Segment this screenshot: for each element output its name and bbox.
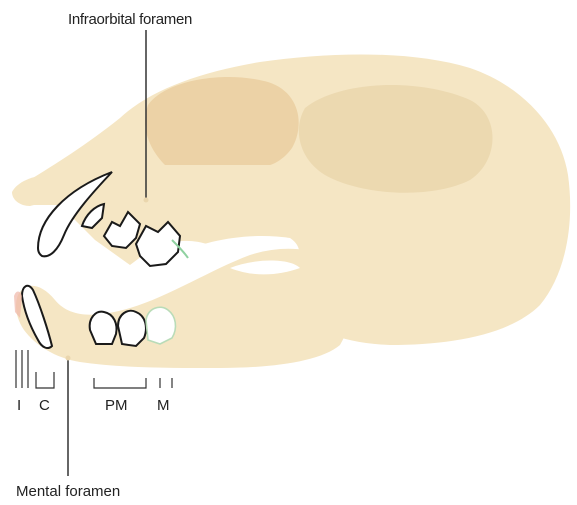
molar-bracket (160, 378, 172, 388)
label-incisors: I (17, 397, 21, 414)
mental-foramen-marker (66, 356, 71, 361)
label-molars: M (157, 397, 170, 414)
label-infraorbital-foramen: Infraorbital foramen (68, 11, 192, 28)
label-premolars: PM (105, 397, 128, 414)
infraorbital-foramen-marker (144, 198, 149, 203)
premolar-bracket (94, 378, 146, 388)
lower-premolar-2 (118, 311, 146, 346)
lower-premolar-1 (90, 312, 117, 344)
incisor-bracket (16, 350, 28, 388)
label-canine: C (39, 397, 50, 414)
orbit (145, 77, 298, 165)
canine-bracket (36, 372, 54, 388)
label-mental-foramen: Mental foramen (16, 483, 120, 500)
lower-molar (146, 307, 175, 344)
